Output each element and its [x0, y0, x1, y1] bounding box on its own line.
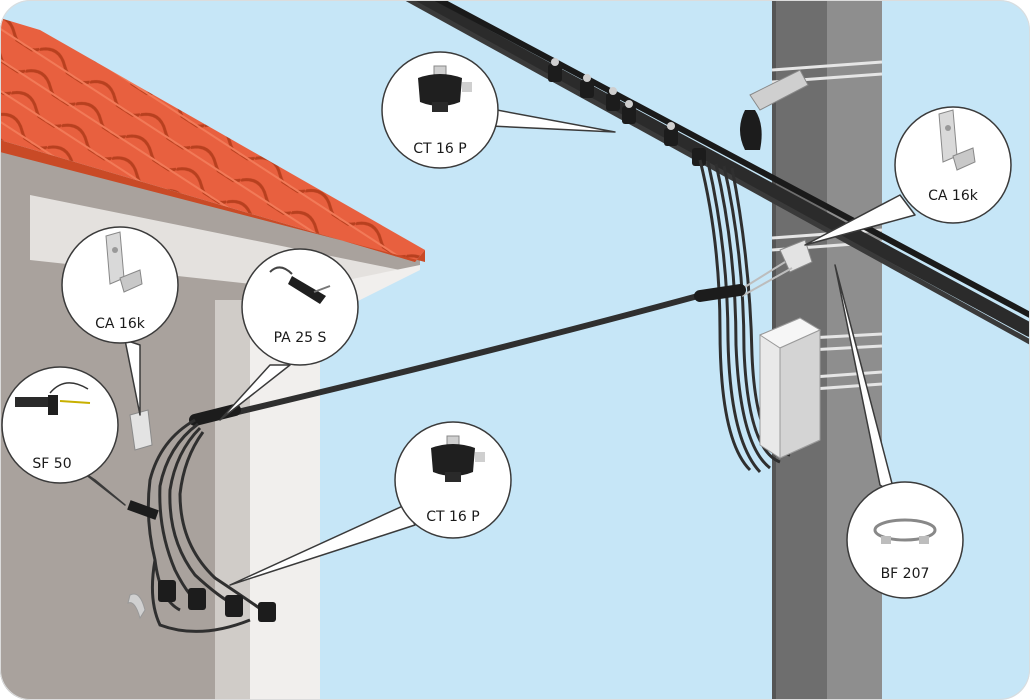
cable-strap — [127, 500, 159, 520]
pole-anchor-clamp — [739, 239, 813, 297]
main-line-connectors — [548, 58, 706, 166]
roof-tiles — [0, 18, 425, 262]
callout-circle-ca-wall — [61, 226, 179, 344]
bracket-icon — [105, 231, 143, 293]
callout-pointers — [79, 104, 916, 586]
piercing-connector-icon — [431, 435, 485, 482]
callout-circle-ca-pole — [894, 106, 1012, 224]
main-cable-bundle — [397, 0, 1030, 345]
suspension-bracket — [740, 69, 809, 150]
piercing-connector-icon — [418, 65, 472, 112]
bracket-icon — [938, 109, 976, 171]
band-clamp-icon — [873, 518, 937, 544]
strap-tool-icon — [15, 382, 91, 415]
anchor-clamp-icon — [269, 266, 331, 304]
callout-circle-pa — [241, 248, 359, 366]
callout-label-bf: BF 207 — [881, 566, 930, 582]
callout-label-ct-bottom: CT 16 P — [426, 509, 479, 525]
wall-edge — [215, 300, 250, 700]
callout-label-sf: SF 50 — [32, 456, 71, 472]
wall-bracket — [129, 409, 153, 451]
callout-label-ca-wall: CA 16k — [95, 316, 146, 332]
callout-label-pa: PA 25 S — [274, 330, 327, 346]
distribution-box — [758, 317, 822, 459]
callout-label-ca-pole: CA 16k — [928, 188, 979, 204]
callout-label-ct-top: CT 16 P — [413, 141, 466, 157]
entry-tube — [127, 593, 146, 620]
callout-circle-sf — [1, 366, 119, 484]
sky-gap — [320, 270, 420, 700]
house-connectors — [158, 580, 276, 622]
